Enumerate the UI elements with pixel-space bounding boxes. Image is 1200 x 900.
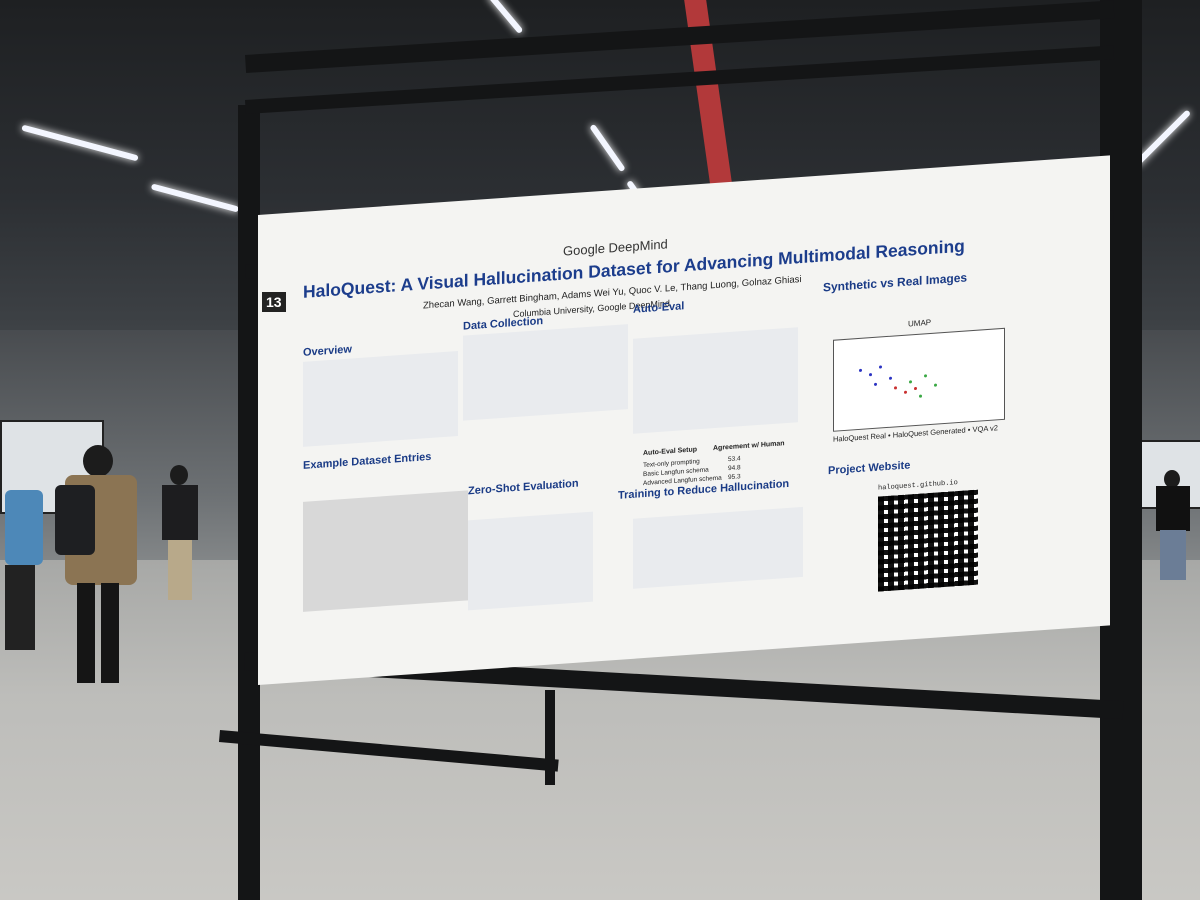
auto-eval-table-cell: 94.8 [728, 464, 741, 473]
section-overview-heading: Overview [303, 343, 352, 359]
person-background [160, 465, 200, 600]
person-right [1152, 470, 1197, 580]
data-collection-diagram [463, 324, 628, 421]
overview-text-block [303, 351, 458, 447]
section-project-website-heading: Project Website [828, 459, 911, 478]
example-entries-image-grid [303, 490, 468, 612]
section-zero-shot-heading: Zero-Shot Evaluation [468, 477, 579, 498]
person-background-left [0, 480, 45, 650]
umap-title: UMAP [908, 317, 932, 329]
research-poster: Google DeepMind HaloQuest: A Visual Hall… [258, 155, 1110, 685]
poster-frame-post [238, 105, 260, 900]
project-website-url: haloquest.github.io [878, 479, 958, 493]
umap-scatter-plot [833, 327, 1005, 432]
zero-shot-results-table [468, 511, 593, 611]
sponsor-logo-text: Google DeepMind [563, 236, 668, 259]
section-auto-eval-heading: Auto-Eval [633, 300, 685, 316]
qr-code[interactable] [878, 489, 978, 592]
section-example-entries-heading: Example Dataset Entries [303, 450, 432, 472]
auto-eval-table-header-agreement: Agreement w/ Human [713, 440, 785, 453]
poster-frame-post [1118, 0, 1142, 900]
auto-eval-table-header-setup: Auto-Eval Setup [643, 446, 698, 458]
person-with-backpack [55, 445, 145, 695]
training-results-table [633, 506, 803, 589]
poster-frame-leg [545, 690, 555, 785]
auto-eval-table-cell: 95.3 [728, 473, 741, 482]
section-synthetic-vs-real-heading: Synthetic vs Real Images [823, 270, 968, 295]
auto-eval-table-cell: 53.4 [728, 455, 741, 464]
poster-number-label: 13 [262, 292, 286, 312]
auto-eval-scatter-plots [633, 327, 798, 434]
